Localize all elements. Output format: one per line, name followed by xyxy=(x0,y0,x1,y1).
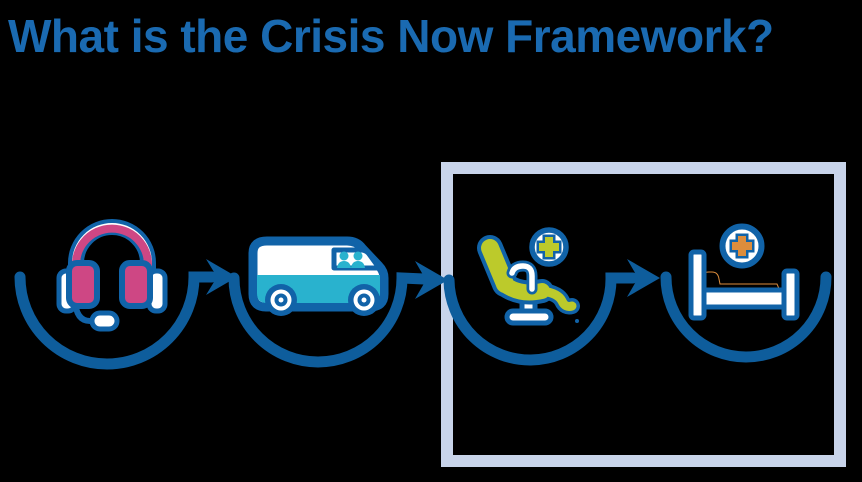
flow-arc-1 xyxy=(14,271,218,370)
van-icon xyxy=(248,236,389,316)
headset-right-cup xyxy=(119,260,153,309)
headset-band-pink xyxy=(72,224,152,274)
flow-connectors xyxy=(14,259,832,370)
flow-arrow-3 xyxy=(627,259,660,297)
hospital-bed-icon xyxy=(688,223,800,321)
van-passengers xyxy=(337,251,365,268)
page-title: What is the Crisis Now Framework? xyxy=(8,10,774,62)
chair-medical-plus-badge xyxy=(529,227,569,267)
chair-dot-detail xyxy=(575,319,579,323)
chair-body xyxy=(477,235,580,315)
flow-arrow-1 xyxy=(206,259,237,295)
van-front-wheel xyxy=(348,284,380,316)
chair-pedestal-base xyxy=(504,308,554,326)
headset-left-cup xyxy=(66,260,100,309)
bed-medical-plus-badge xyxy=(719,223,765,269)
highlight-box xyxy=(441,162,846,467)
chair-armrest xyxy=(506,260,538,295)
headset-icon xyxy=(56,219,168,332)
bed-footboard xyxy=(781,268,800,321)
flow-arc-2 xyxy=(228,272,430,368)
flow-arc-4 xyxy=(660,271,832,363)
bed-platform xyxy=(694,287,791,310)
recliner-chair-icon xyxy=(477,227,580,326)
van-rear-wheel xyxy=(265,284,297,316)
flow-arc-3 xyxy=(443,272,639,366)
bed-headboard xyxy=(688,249,707,321)
headset-mic xyxy=(89,310,120,332)
flow-arrow-2 xyxy=(415,261,448,299)
